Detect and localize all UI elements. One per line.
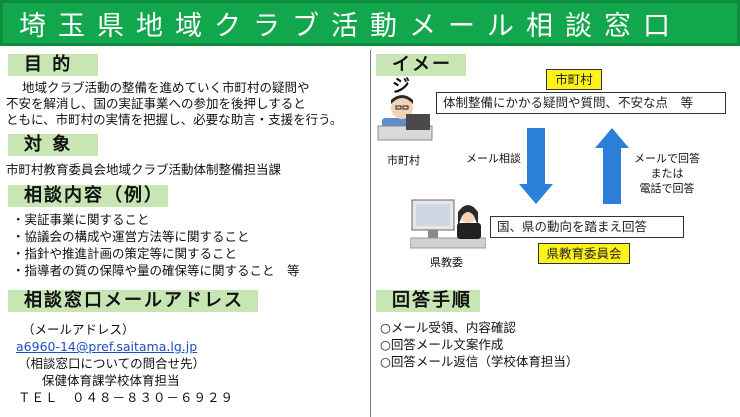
- consult-item: ・実証事業に関すること: [12, 212, 150, 227]
- municipality-label: 市町村: [387, 154, 420, 167]
- reply-label-line: または: [650, 167, 684, 180]
- down-arrow-shaft: [527, 128, 545, 184]
- target-heading: 対 象: [8, 134, 98, 156]
- municipality-question-box: 体制整備にかかる疑問や質問、不安な点 等: [436, 92, 726, 114]
- board-person-icon: [410, 199, 486, 249]
- tel-text: ＴＥＬ ０４８－８３０－６９２９: [18, 390, 235, 405]
- down-arrow-icon: [519, 184, 553, 204]
- email-link[interactable]: a6960-14@pref.saitama.lg.jp: [16, 339, 198, 354]
- consult-heading: 相談内容（例）: [8, 185, 168, 207]
- municipality-person-icon: [377, 95, 433, 141]
- address-heading: 相談窓口メールアドレス: [8, 290, 258, 312]
- consult-item: ・指導者の質の保障や量の確保等に関すること 等: [12, 263, 300, 278]
- consult-item: ・協議会の構成や運営方法等に関すること: [12, 229, 250, 244]
- image-heading: イメージ: [376, 54, 466, 97]
- procedure-step: ○メール受領、内容確認: [380, 320, 516, 335]
- page-title: 埼玉県地域クラブ活動メール相談窓口: [0, 0, 740, 46]
- purpose-heading: 目 的: [8, 54, 98, 76]
- purpose-line: ともに、市町村の実情を把握し、必要な助言・支援を行う。: [6, 112, 343, 127]
- reply-label-line: メールで回答: [634, 152, 700, 165]
- email-label: （メールアドレス）: [22, 322, 135, 337]
- reply-label-line: 電話で回答: [639, 182, 695, 195]
- column-divider: [370, 50, 371, 417]
- target-text: 市町村教育委員会地域クラブ活動体制整備担当課: [6, 162, 282, 177]
- purpose-line: 地域クラブ活動の整備を進めていく市町村の疑問や: [22, 80, 310, 95]
- municipality-tag: 市町村: [546, 69, 602, 90]
- board-label: 県教委: [430, 256, 463, 269]
- inquiry-label: （相談窓口についての問合せ先）: [18, 356, 206, 371]
- up-arrow-icon: [595, 128, 629, 148]
- procedure-step: ○回答メール文案作成: [380, 337, 504, 352]
- consult-item: ・指針や推進計画の策定等に関すること: [12, 246, 238, 261]
- purpose-line: 不安を解消し、国の実証事業への参加を後押しすると: [6, 96, 306, 111]
- mail-consult-label: メール相談: [466, 152, 521, 165]
- up-arrow-shaft: [603, 148, 621, 204]
- procedure-step: ○回答メール返信（学校体育担当）: [380, 354, 579, 369]
- department-text: 保健体育課学校体育担当: [42, 373, 180, 388]
- board-answer-box: 国、県の動向を踏まえ回答: [490, 216, 684, 238]
- procedure-heading: 回答手順: [376, 290, 480, 312]
- board-tag: 県教育委員会: [538, 243, 630, 264]
